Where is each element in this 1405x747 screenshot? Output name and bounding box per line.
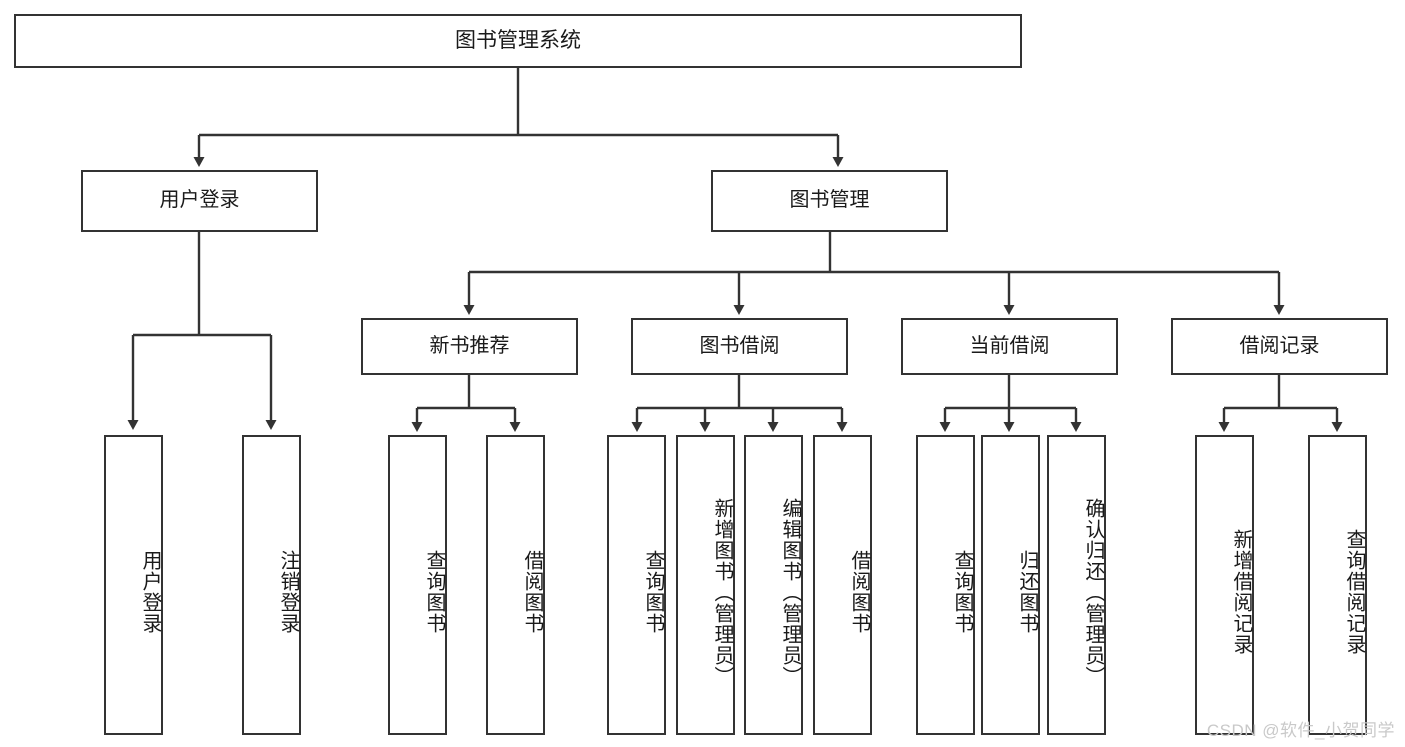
- leaf-add-borrow-record[interactable]: 新增借阅记录: [1195, 435, 1254, 735]
- node-book-borrow-label: 图书借阅: [699, 334, 780, 357]
- node-current-borrow[interactable]: 当前借阅: [901, 318, 1118, 375]
- node-borrow-record-label: 借阅记录: [1239, 334, 1320, 357]
- node-user-login-label: 用户登录: [159, 189, 240, 212]
- leaf-borrow-query-book-label: 查询图书: [642, 550, 664, 634]
- leaf-current-query-book[interactable]: 查询图书: [916, 435, 975, 735]
- leaf-new-books-borrow[interactable]: 借阅图书: [486, 435, 545, 735]
- node-book-management-label: 图书管理: [789, 189, 870, 212]
- leaf-new-books-query[interactable]: 查询图书: [388, 435, 447, 735]
- node-user-login[interactable]: 用户登录: [81, 170, 318, 232]
- node-root[interactable]: 图书管理系统: [14, 14, 1022, 68]
- leaf-user-login[interactable]: 用户登录: [104, 435, 163, 735]
- node-book-management[interactable]: 图书管理: [711, 170, 948, 232]
- node-book-borrow[interactable]: 图书借阅: [631, 318, 848, 375]
- node-root-label: 图书管理系统: [455, 28, 581, 52]
- node-new-book-recommend[interactable]: 新书推荐: [361, 318, 578, 375]
- leaf-user-login-label: 用户登录: [139, 550, 161, 634]
- leaf-query-borrow-record[interactable]: 查询借阅记录: [1308, 435, 1367, 735]
- leaf-add-book-admin-label: 新增图书（管理员）: [711, 497, 733, 687]
- leaf-add-book-admin[interactable]: 新增图书（管理员）: [676, 435, 735, 735]
- leaf-return-book-label: 归还图书: [1016, 550, 1038, 634]
- leaf-edit-book-admin[interactable]: 编辑图书（管理员）: [744, 435, 803, 735]
- leaf-borrow-query-book[interactable]: 查询图书: [607, 435, 666, 735]
- leaf-borrow-book[interactable]: 借阅图书: [813, 435, 872, 735]
- csdn-watermark: CSDN @软件_小贺同学: [1206, 721, 1395, 740]
- node-new-book-recommend-label: 新书推荐: [429, 334, 510, 357]
- leaf-query-borrow-record-label: 查询借阅记录: [1343, 529, 1365, 655]
- leaf-borrow-book-label: 借阅图书: [848, 550, 870, 634]
- node-current-borrow-label: 当前借阅: [969, 334, 1050, 357]
- leaf-current-query-book-label: 查询图书: [951, 550, 973, 634]
- leaf-return-book[interactable]: 归还图书: [981, 435, 1040, 735]
- leaf-confirm-return-admin[interactable]: 确认归还（管理员）: [1047, 435, 1106, 735]
- leaf-logout-label: 注销登录: [277, 550, 299, 634]
- leaf-add-borrow-record-label: 新增借阅记录: [1230, 529, 1252, 655]
- leaf-confirm-return-admin-label: 确认归还（管理员）: [1082, 497, 1104, 687]
- leaf-logout[interactable]: 注销登录: [242, 435, 301, 735]
- leaf-edit-book-admin-label: 编辑图书（管理员）: [779, 497, 801, 687]
- node-borrow-record[interactable]: 借阅记录: [1171, 318, 1388, 375]
- leaf-new-books-borrow-label: 借阅图书: [521, 550, 543, 634]
- leaf-new-books-query-label: 查询图书: [423, 550, 445, 634]
